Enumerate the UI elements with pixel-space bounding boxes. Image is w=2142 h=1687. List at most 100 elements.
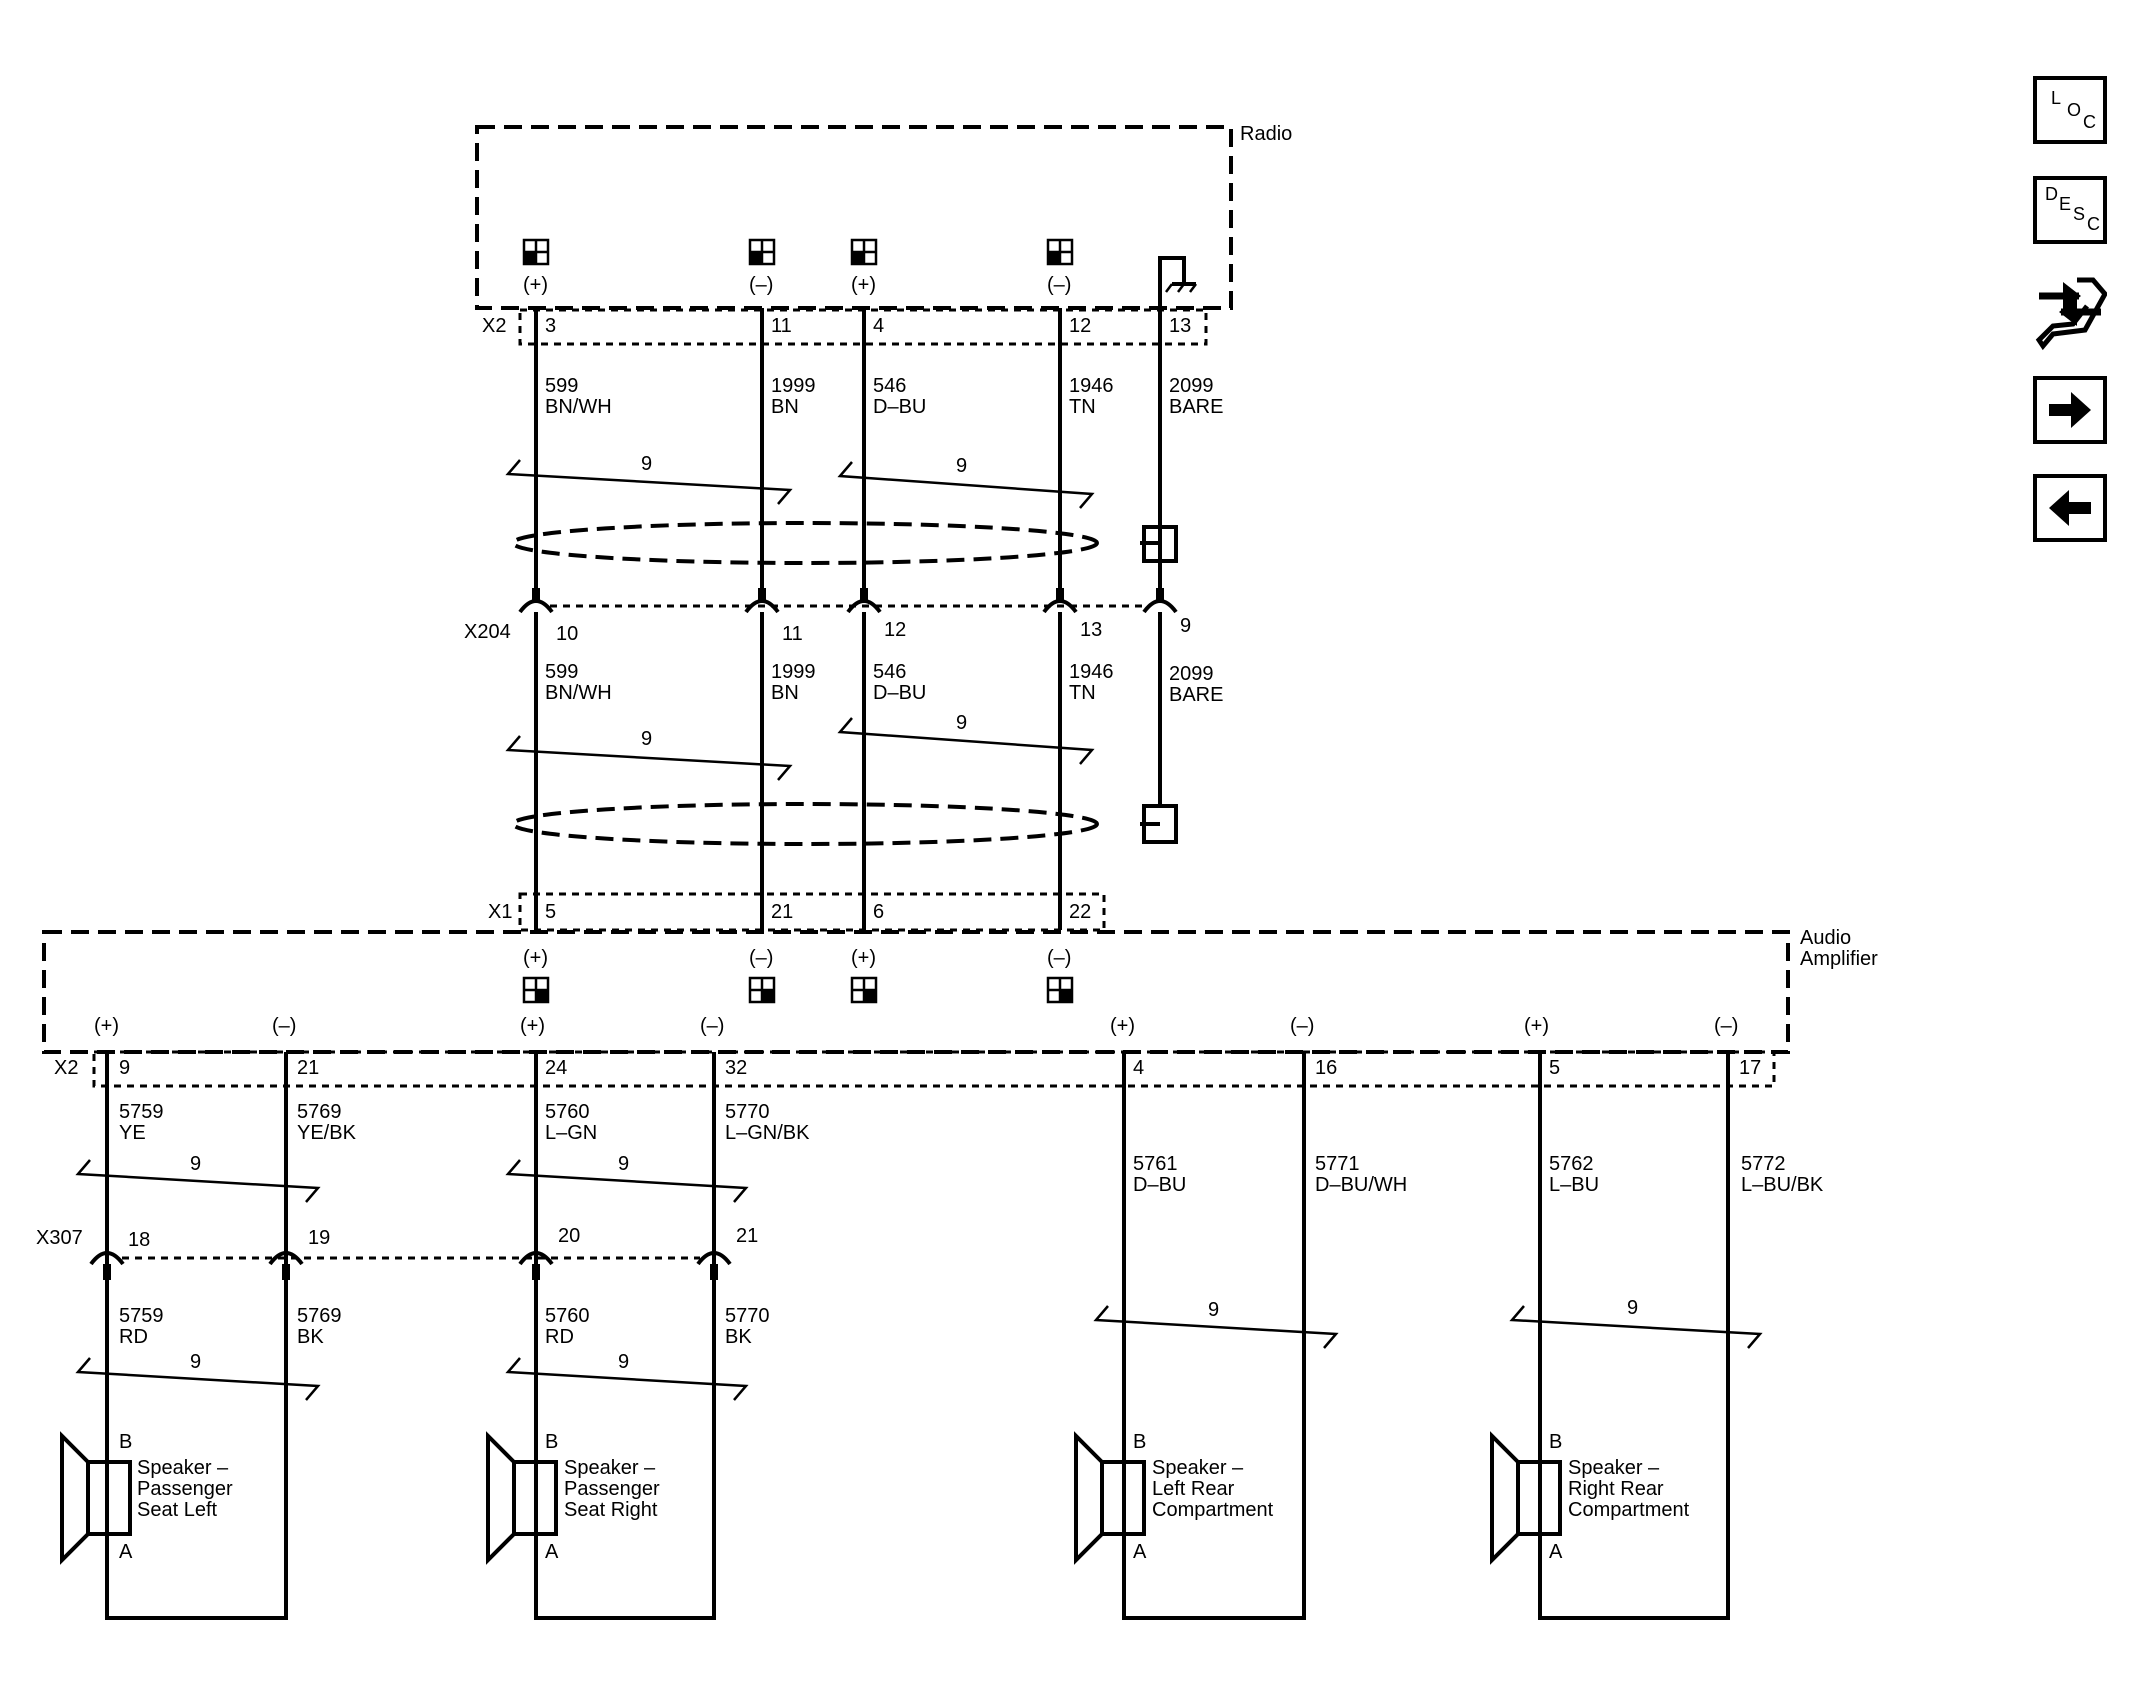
speaker-pin-a: A — [1549, 1541, 1563, 1563]
next-page-button[interactable] — [2033, 376, 2107, 444]
wire-color: BARE — [1169, 396, 1223, 418]
speaker-name: Speaker – — [564, 1457, 656, 1479]
wire-circuit: 5760 — [545, 1101, 590, 1123]
speaker-pin-a: A — [1133, 1541, 1147, 1563]
speaker-name: Left Rear — [1152, 1478, 1235, 1500]
wire-color: BN — [771, 682, 799, 704]
amp-output-polarity: (–) — [1290, 1015, 1314, 1037]
wire-circuit: 546 — [873, 661, 906, 683]
wire-circuit: 1999 — [771, 661, 816, 683]
x204-pin: 10 — [556, 623, 578, 645]
amp-x2-pin: 24 — [545, 1057, 567, 1079]
twisted-pair-mark — [837, 717, 1095, 765]
x204-terminals — [518, 588, 1178, 614]
location-button[interactable]: L O C — [2033, 76, 2107, 144]
twist-label: 9 — [618, 1351, 629, 1373]
twist-label: 9 — [641, 728, 652, 750]
wire-circuit: 599 — [545, 661, 578, 683]
radio-polarity-1: (+) — [523, 274, 548, 296]
desc-letter-d: D — [2045, 184, 2058, 204]
wire-circuit: 1999 — [771, 375, 816, 397]
wire-circuit: 5771 — [1315, 1153, 1360, 1175]
wire-color: TN — [1069, 396, 1096, 418]
amp-output-polarity: (+) — [520, 1015, 545, 1037]
wire-circuit: 5762 — [1549, 1153, 1594, 1175]
twist-label: 9 — [190, 1153, 201, 1175]
amp-input-polarity: (+) — [851, 947, 876, 969]
twist-label: 9 — [618, 1153, 629, 1175]
radio-pin: 12 — [1069, 315, 1091, 337]
x204-label: X204 — [464, 621, 511, 643]
wire-circuit: 5772 — [1741, 1153, 1786, 1175]
previous-page-button[interactable] — [2033, 474, 2107, 542]
desc-letter-s: S — [2073, 204, 2086, 224]
amp-x2-pin: 4 — [1133, 1057, 1144, 1079]
speaker-name: Compartment — [1152, 1499, 1274, 1521]
wire-color: BK — [297, 1326, 324, 1348]
radio-pin: 4 — [873, 315, 884, 337]
speaker-icon — [1490, 1431, 1562, 1565]
loc-letter-l: L — [2051, 88, 2062, 108]
loc-letter-c: C — [2083, 112, 2096, 132]
twist-label: 9 — [956, 712, 967, 734]
wire-circuit: 2099 — [1169, 375, 1214, 397]
speaker-pin-b: B — [1549, 1431, 1562, 1453]
wire-circuit: 1946 — [1069, 661, 1114, 683]
twist-label: 9 — [1627, 1297, 1638, 1319]
wire-color: BK — [725, 1326, 752, 1348]
amp-x1-connector — [518, 892, 1106, 932]
connector-swap-button[interactable] — [2033, 272, 2109, 351]
radio-label: Radio — [1240, 123, 1292, 145]
wire-color: BN/WH — [545, 682, 612, 704]
speaker-icon — [1074, 1431, 1146, 1565]
x307-pin: 21 — [736, 1225, 758, 1247]
wire-circuit: 599 — [545, 375, 578, 397]
amp-x2-pin: 21 — [297, 1057, 319, 1079]
twisted-pair-mark — [75, 1159, 321, 1203]
wire-color: L–GN/BK — [725, 1122, 810, 1144]
speaker-name: Passenger — [564, 1478, 660, 1500]
amp-output-polarity: (–) — [272, 1015, 296, 1037]
wire-color: L–BU — [1549, 1174, 1599, 1196]
radio-x2-label: X2 — [482, 315, 506, 337]
wire-circuit: 546 — [873, 375, 906, 397]
amp-x1-pin: 21 — [771, 901, 793, 923]
speaker-pin-a: A — [545, 1541, 559, 1563]
amp-output-polarity: (+) — [1524, 1015, 1549, 1037]
x307-pin: 19 — [308, 1227, 330, 1249]
x307-terminals — [89, 1251, 732, 1280]
x307-pin: 20 — [558, 1225, 580, 1247]
radio-module-outline — [475, 125, 1233, 310]
connector-swap-icon — [2035, 277, 2109, 351]
wire-color: D–BU — [1133, 1174, 1186, 1196]
wire-circuit: 5759 — [119, 1101, 164, 1123]
radio-polarity-4: (–) — [1047, 274, 1071, 296]
x307-label: X307 — [36, 1227, 83, 1249]
speaker-name: Speaker – — [137, 1457, 229, 1479]
speaker-pin-b: B — [1133, 1431, 1146, 1453]
speaker-icon — [486, 1431, 558, 1565]
twist-label: 9 — [1208, 1299, 1219, 1321]
description-button[interactable]: D E S C — [2033, 176, 2107, 244]
wire-circuit: 1946 — [1069, 375, 1114, 397]
arrow-right-icon — [2049, 392, 2091, 428]
speaker-pin-a: A — [119, 1541, 133, 1563]
amp-x1-label: X1 — [488, 901, 512, 923]
amp-x2-pin: 9 — [119, 1057, 130, 1079]
desc-letter-c: C — [2087, 214, 2100, 234]
wire-color: D–BU — [873, 682, 926, 704]
wire-circuit: 5770 — [725, 1305, 770, 1327]
twisted-pair-mark — [75, 1357, 321, 1401]
speaker-name: Seat Right — [564, 1499, 658, 1521]
amp-x2-pin: 32 — [725, 1057, 747, 1079]
amp-x2-pin: 16 — [1315, 1057, 1337, 1079]
amp-output-polarity: (+) — [94, 1015, 119, 1037]
twisted-pair-mark — [1093, 1305, 1339, 1349]
wire-color: RD — [119, 1326, 148, 1348]
radio-pin: 13 — [1169, 315, 1191, 337]
speaker-name: Speaker – — [1568, 1457, 1660, 1479]
wire-circuit: 2099 — [1169, 663, 1214, 685]
speaker-name: Seat Left — [137, 1499, 218, 1521]
x204-pin: 9 — [1180, 615, 1191, 637]
